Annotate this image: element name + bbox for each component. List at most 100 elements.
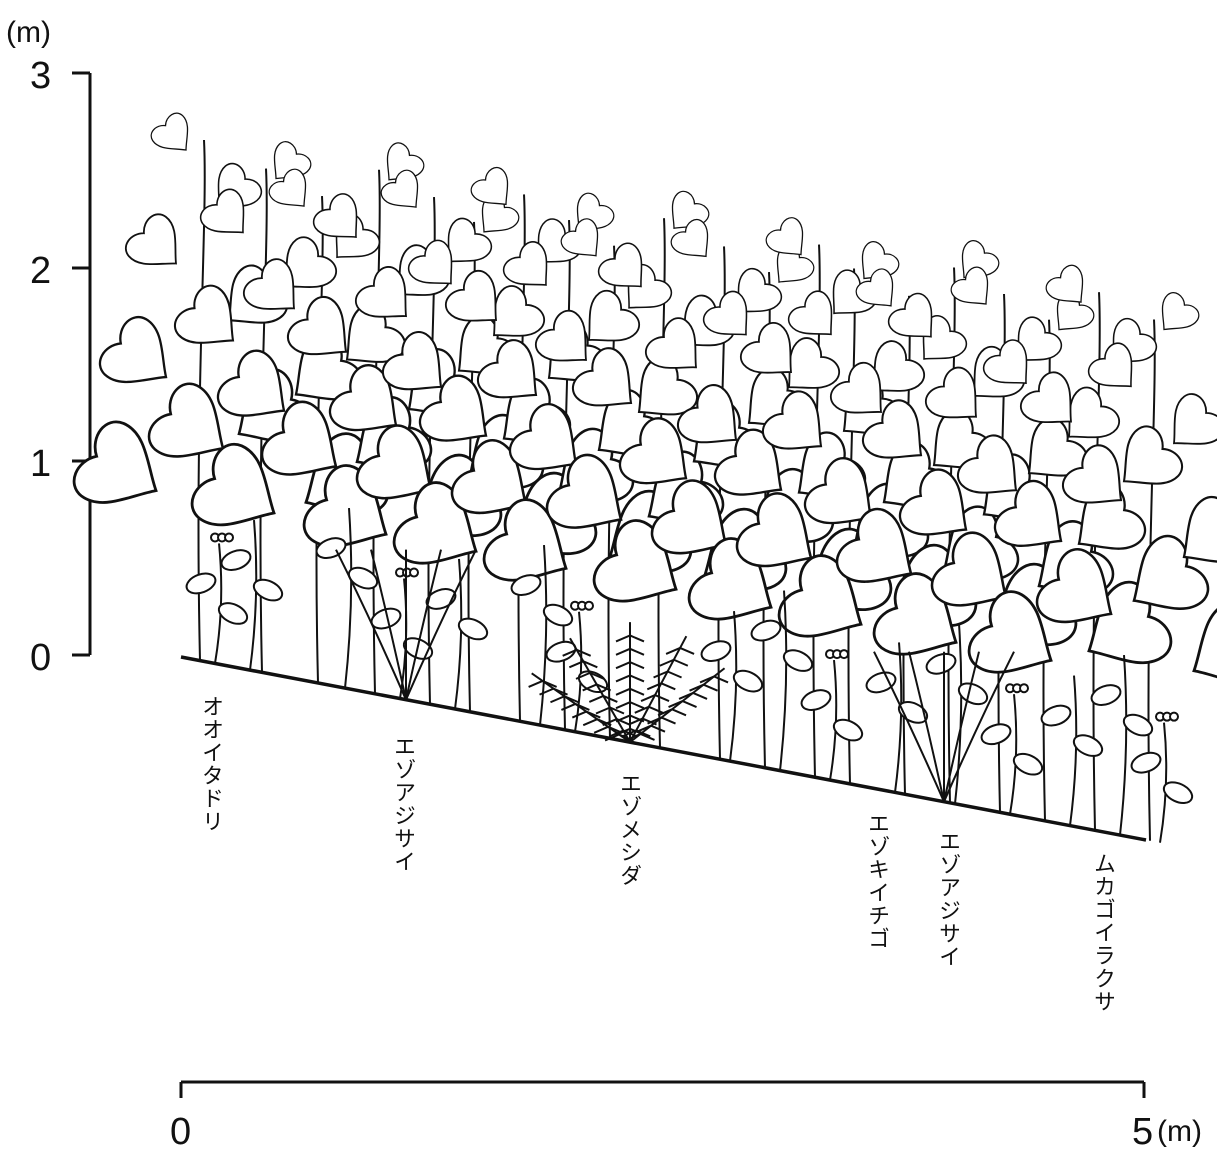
small-oval-leaf xyxy=(182,568,220,599)
knotweed-leaf xyxy=(376,165,432,221)
fern-pinna xyxy=(528,680,558,688)
fern-pinna xyxy=(575,671,605,680)
knotweed-leaf xyxy=(1148,288,1204,343)
understory-stem xyxy=(829,659,838,781)
understory-stem xyxy=(574,611,583,732)
knotweed-leaf xyxy=(264,164,320,220)
fern-pinna xyxy=(582,683,612,692)
hydrangea-stem xyxy=(370,549,407,700)
small-oval-leaf xyxy=(697,636,735,666)
fern-pinna xyxy=(647,716,676,725)
fern-pinna xyxy=(615,687,645,696)
fern-pinna xyxy=(568,660,598,669)
fern-pinna xyxy=(636,724,666,733)
fern-rachis xyxy=(629,667,726,743)
understory-stem xyxy=(779,590,788,771)
understory-stem xyxy=(1119,655,1128,836)
fern-pinna xyxy=(615,647,645,656)
species-label-ezoajisai-1: エゾアジサイ xyxy=(390,735,415,873)
knotweed-leaf xyxy=(119,208,196,285)
stalk-stem xyxy=(372,169,381,694)
small-oval-leaf xyxy=(797,685,835,715)
fern-pinna xyxy=(678,691,708,700)
fern-pinna xyxy=(659,658,689,667)
y-axis xyxy=(72,71,92,657)
ground-slope-line xyxy=(180,655,1147,842)
fern-pinna xyxy=(699,675,729,684)
understory-stem xyxy=(894,642,903,793)
knotweed-leaf xyxy=(1171,593,1217,709)
fern-pinna xyxy=(615,661,645,670)
berry xyxy=(839,649,849,660)
understory-plants xyxy=(182,508,1197,843)
fern-pinna xyxy=(562,648,592,657)
fern-rachis xyxy=(629,635,688,743)
hydrangea-stem xyxy=(943,651,1015,803)
small-oval-leaf xyxy=(922,649,960,679)
hydrangea-stem xyxy=(405,549,477,701)
species-label-mukagoirakusa: ムカゴイラクサ xyxy=(1090,852,1115,1013)
fern-pinna xyxy=(595,706,625,715)
y-tick-label-0: 0 xyxy=(30,637,51,679)
fern-pinna xyxy=(646,682,676,691)
berry xyxy=(224,532,234,543)
small-oval-leaf xyxy=(747,616,785,646)
understory-stem xyxy=(1009,694,1018,815)
understory-stem xyxy=(539,545,548,726)
hydrangea-stem xyxy=(908,651,945,802)
small-oval-leaf xyxy=(217,545,255,575)
fern-pinna xyxy=(634,705,664,714)
stalk-stem xyxy=(1147,319,1156,841)
small-oval-leaf xyxy=(1127,748,1165,778)
understory-stem xyxy=(1069,675,1078,826)
hydrangea-stem xyxy=(405,549,442,700)
fern-pinna xyxy=(665,647,695,655)
species-label-ezomeshida: エゾメシダ xyxy=(616,772,641,887)
fern-pinna xyxy=(615,634,645,643)
knotweed-leaf xyxy=(92,309,188,407)
understory-stem xyxy=(954,623,963,804)
fern-pinna xyxy=(653,670,682,679)
berry xyxy=(584,600,594,611)
y-tick-label-3: 3 xyxy=(30,55,51,97)
fern-pinna xyxy=(588,695,618,703)
x-scale-start-label: 0 xyxy=(170,1111,191,1150)
berry xyxy=(409,567,419,578)
understory-stem xyxy=(1159,722,1168,843)
fern-pinna xyxy=(582,718,612,727)
x-scale-bar xyxy=(179,1080,1146,1098)
understory-stem xyxy=(454,558,463,710)
understory-stem xyxy=(344,508,353,689)
y-tick-label-1: 1 xyxy=(30,443,51,485)
fern-pinna xyxy=(560,702,590,711)
fern-pinna xyxy=(640,694,670,702)
hydrangea-stem xyxy=(943,651,980,802)
small-oval-leaf xyxy=(977,719,1015,749)
fern-pinna xyxy=(615,674,645,683)
hydrangea-stem xyxy=(873,651,945,803)
fern-pinna xyxy=(539,687,568,696)
species-label-ootadori: オオイタドリ xyxy=(198,695,223,833)
berry xyxy=(1169,711,1179,722)
y-tick-label-2: 2 xyxy=(30,250,51,292)
x-scale-end-label: 5 xyxy=(1132,1111,1153,1150)
species-label-ezokiichigo: エゾキイチゴ xyxy=(864,812,889,950)
fern-pinna xyxy=(550,695,579,704)
y-axis-unit: (m) xyxy=(6,16,51,49)
fern-pinna xyxy=(626,733,655,741)
hydrangea-stem xyxy=(335,549,407,701)
knotweed-leaf xyxy=(146,108,202,164)
stalk-stem xyxy=(847,268,856,784)
species-label-ezoajisai-2: エゾアジサイ xyxy=(935,830,960,968)
fern-pinna xyxy=(657,708,687,717)
x-scale-unit: (m) xyxy=(1157,1115,1202,1148)
understory-stem xyxy=(729,611,738,762)
fern-pinna xyxy=(689,683,718,692)
fern-rachis xyxy=(569,637,631,743)
fern-pinna xyxy=(615,701,645,710)
fern-rachis xyxy=(531,672,631,743)
understory-stem xyxy=(249,520,258,671)
berry xyxy=(1019,683,1029,694)
fern-pinna xyxy=(571,710,601,719)
